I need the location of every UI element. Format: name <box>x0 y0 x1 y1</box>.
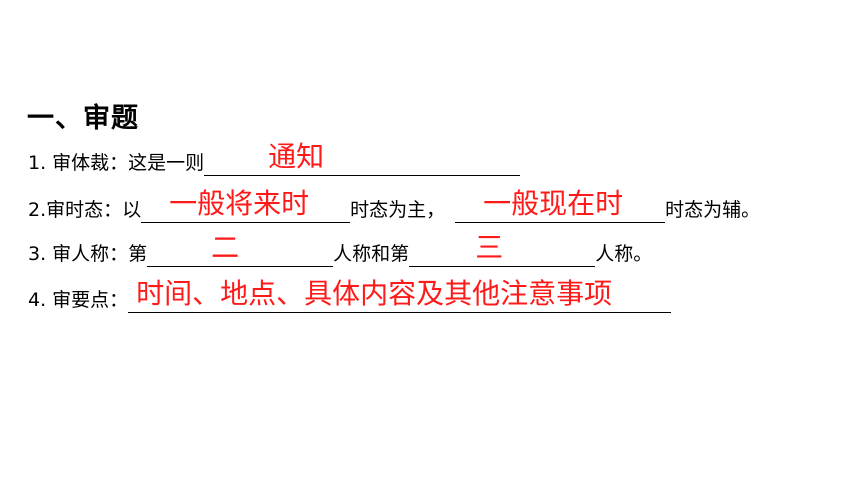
person-suffix-text: 人称。 <box>595 243 653 265</box>
question-tense: 2.审时态：以 一般将来时 时态为主， 一般现在时 时态为辅。 <box>28 189 761 223</box>
person-blank-second: 三 <box>409 233 596 267</box>
person-answer-first: 二 <box>211 231 240 264</box>
tense-blank-secondary: 一般现在时 <box>455 189 666 223</box>
key-points-answer: 时间、地点、具体内容及其他注意事项 <box>136 277 613 310</box>
tense-middle-text: 时态为主， <box>350 199 446 221</box>
section-heading: 一、审题 <box>27 103 139 134</box>
key-points-blank: 时间、地点、具体内容及其他注意事项 <box>128 279 672 313</box>
tense-label: 2.审时态：以 <box>28 199 142 221</box>
tense-suffix-text: 时态为辅。 <box>665 199 761 221</box>
question-genre: 1. 审体裁：这是一则 通知 <box>28 142 521 176</box>
person-label: 3. 审人称：第 <box>28 243 148 265</box>
person-answer-second: 三 <box>475 231 504 264</box>
person-blank-first: 二 <box>147 233 334 267</box>
tense-blank-main: 一般将来时 <box>141 189 351 223</box>
question-key-points: 4. 审要点： 时间、地点、具体内容及其他注意事项 <box>28 279 672 313</box>
key-points-label: 4. 审要点： <box>28 289 129 311</box>
genre-label: 1. 审体裁：这是一则 <box>28 152 205 174</box>
question-person: 3. 审人称：第 二 人称和第 三 人称。 <box>28 233 653 267</box>
genre-blank: 通知 <box>204 142 521 176</box>
genre-answer: 通知 <box>268 140 325 173</box>
tense-answer-main: 一般将来时 <box>169 187 310 220</box>
tense-answer-secondary: 一般现在时 <box>483 187 624 220</box>
person-middle-text: 人称和第 <box>333 243 410 265</box>
